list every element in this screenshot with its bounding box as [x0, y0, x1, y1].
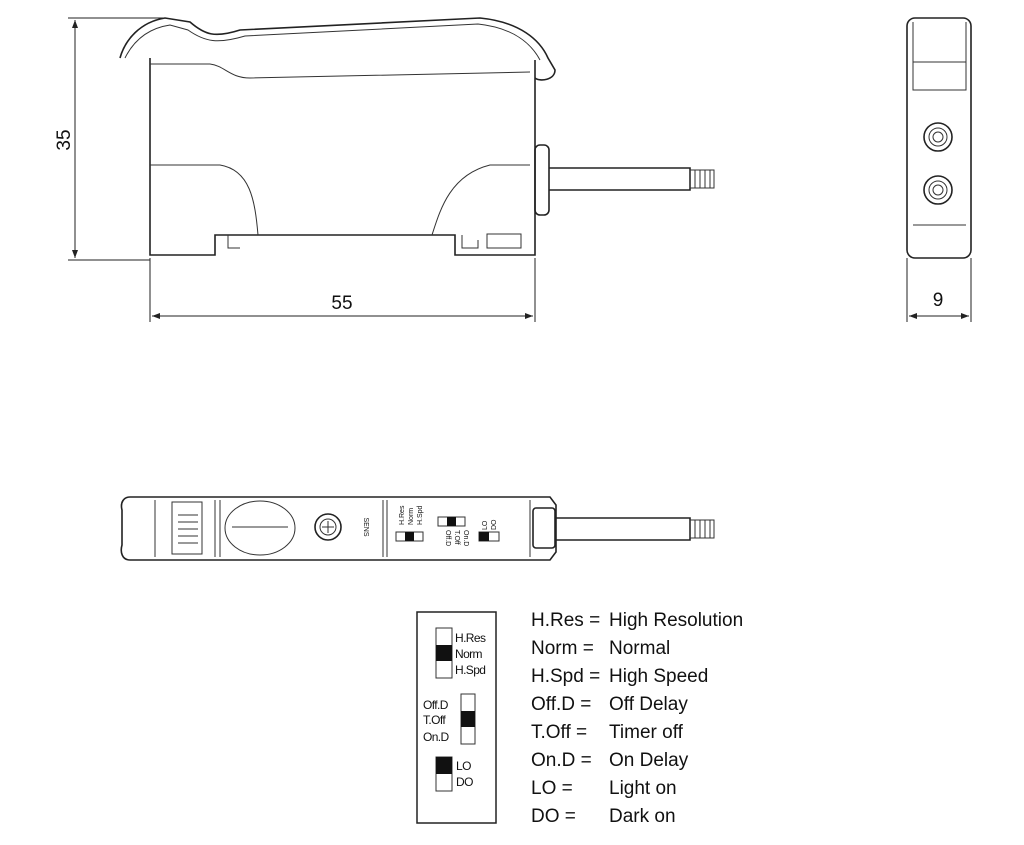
svg-text:H.Spd: H.Spd — [417, 505, 424, 525]
svg-text:Dark on: Dark on — [609, 806, 676, 827]
svg-text:DO: DO — [491, 519, 498, 530]
legend-row: H.Res = High Resolution — [531, 610, 743, 631]
width-label: 55 — [331, 293, 352, 314]
top-cover — [119, 17, 556, 81]
svg-text:Normal: Normal — [609, 638, 670, 659]
svg-text:Norm: Norm — [408, 508, 415, 525]
svg-text:Norm: Norm — [455, 647, 483, 661]
height-label: 35 — [54, 129, 75, 150]
side-view — [906, 17, 972, 259]
svg-text:H.Res: H.Res — [455, 631, 486, 645]
legend-row: On.D = On Delay — [531, 750, 689, 771]
svg-text:H.Spd =: H.Spd = — [531, 666, 600, 687]
svg-text:LO: LO — [456, 759, 471, 773]
switch-legend-box: H.Res Norm H.Spd Off.D T.Off On.D LO DO — [416, 611, 497, 824]
body — [149, 58, 536, 256]
top-switch-2: Off.D T.Off On.D — [437, 516, 469, 546]
cable — [549, 167, 691, 191]
svg-text:Off.D =: Off.D = — [531, 694, 591, 715]
legend-row: LO = Light on — [531, 778, 677, 799]
legend-row: T.Off = Timer off — [531, 722, 684, 743]
legend-row: Norm = Normal — [531, 638, 670, 659]
depth-label: 9 — [933, 290, 944, 311]
sens-knob — [314, 513, 342, 541]
svg-text:T.Off: T.Off — [453, 530, 460, 545]
legend-row: H.Spd = High Speed — [531, 666, 708, 687]
top-switch-1: H.Res Norm H.Spd — [395, 505, 424, 542]
svg-text:LO: LO — [482, 520, 489, 530]
svg-text:On Delay: On Delay — [609, 750, 689, 771]
svg-text:High Speed: High Speed — [609, 666, 708, 687]
height-dimension: 35 — [54, 17, 165, 261]
svg-text:High Resolution: High Resolution — [609, 610, 743, 631]
port-2 — [923, 175, 953, 205]
svg-text:Light on: Light on — [609, 778, 677, 799]
top-cable — [556, 517, 691, 541]
svg-text:LO =: LO = — [531, 778, 573, 799]
svg-text:On.D =: On.D = — [531, 750, 592, 771]
legend-row: Off.D = Off Delay — [531, 694, 688, 715]
svg-text:T.Off: T.Off — [423, 713, 446, 727]
svg-text:H.Spd: H.Spd — [455, 663, 485, 677]
abbreviation-legend: H.Res = High Resolution Norm = Normal H.Sp… — [531, 610, 743, 827]
svg-text:H.Res =: H.Res = — [531, 610, 600, 631]
width-dimension: 55 — [149, 258, 536, 322]
svg-text:Norm =: Norm = — [531, 638, 594, 659]
legend-row: DO = Dark on — [531, 806, 676, 827]
svg-text:DO =: DO = — [531, 806, 576, 827]
svg-text:Off.D: Off.D — [444, 530, 451, 546]
svg-text:Timer off: Timer off — [609, 722, 684, 743]
sens-label: SENS — [362, 517, 369, 536]
svg-text:T.Off =: T.Off = — [531, 722, 587, 743]
svg-text:H.Res: H.Res — [399, 505, 406, 525]
svg-text:On.D: On.D — [423, 730, 450, 744]
port-1 — [923, 122, 953, 152]
svg-text:On.D: On.D — [462, 530, 469, 546]
top-switch-3: LO DO — [478, 519, 500, 542]
depth-dimension: 9 — [906, 258, 972, 322]
front-view — [119, 17, 715, 256]
svg-text:Off Delay: Off Delay — [609, 694, 688, 715]
top-view: SENS H.Res Norm H.Spd Off.D T.Off On.D L… — [120, 496, 715, 561]
svg-text:Off.D: Off.D — [423, 698, 449, 712]
svg-text:DO: DO — [456, 775, 473, 789]
